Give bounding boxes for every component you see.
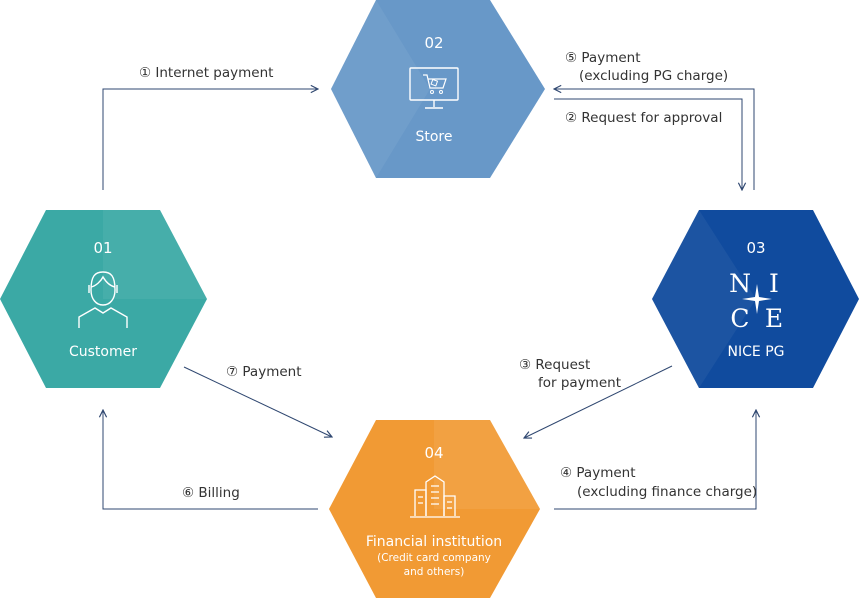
edge-request-for-payment-label-line1: ③ Request: [519, 357, 590, 373]
customer-hexagon-facet: [103, 210, 207, 299]
nice-pg-label: NICE PG: [728, 344, 785, 360]
customer-label: Customer: [69, 344, 137, 360]
nice-logo-letter-c: C: [730, 304, 749, 333]
nice-logo: N I C E: [729, 269, 783, 333]
edge-billing-label: ⑥ Billing: [182, 485, 240, 501]
edge-payment-pg-line: [554, 89, 755, 190]
edge-payment-finance-line: [554, 410, 756, 510]
edge-payment-customer-line: [183, 366, 332, 437]
store-hexagon-facet: [331, 0, 430, 178]
edge-request-approval-label: ② Request for approval: [565, 110, 722, 126]
nice-logo-letter-e: E: [765, 304, 783, 333]
edge-request-approval-line: [554, 98, 742, 190]
customer-hexagon: [0, 210, 207, 388]
store-hexagon: [331, 0, 545, 178]
node-financial-institution: 04 Financial institution (Credit card co…: [329, 420, 540, 598]
edge-payment-finance-label-line1: ④ Payment: [560, 465, 636, 481]
nice-logo-letter-i: I: [769, 269, 779, 298]
node-nice-pg: 03 N I C E NICE PG: [652, 210, 859, 388]
edge-internet-payment-label: ① Internet payment: [139, 65, 273, 81]
person-icon: [78, 271, 128, 328]
edge-payment-finance-label-line2: (excluding finance charge): [577, 484, 757, 500]
buildings-icon: [410, 475, 460, 518]
edge-internet-payment-line: [102, 89, 318, 190]
nice-logo-star-icon: [742, 284, 772, 314]
node-store: 02 Store: [331, 0, 545, 178]
monitor-cart-icon: [409, 67, 459, 109]
node-customer: 01 Customer: [0, 210, 207, 388]
store-label: Store: [415, 129, 452, 145]
financial-sublabel-line2: and others): [404, 566, 465, 578]
edge-payment-pg-label-line1: ⑤ Payment: [565, 50, 641, 66]
financial-number: 04: [424, 444, 443, 462]
edge-payment-pg-label-line2: (excluding PG charge): [579, 68, 728, 84]
financial-hexagon: [329, 420, 540, 598]
edge-request-for-payment-line: [524, 365, 673, 438]
nice-logo-letter-n: N: [729, 269, 751, 298]
edge-request-for-payment-label-line2: for payment: [538, 375, 621, 391]
nice-pg-hexagon-facet: [652, 210, 756, 388]
store-number: 02: [424, 34, 443, 52]
edge-billing-line: [103, 410, 318, 510]
financial-sublabel-line1: (Credit card company: [377, 552, 491, 564]
customer-number: 01: [93, 239, 112, 257]
financial-label: Financial institution: [366, 534, 502, 550]
financial-hexagon-facet: [434, 420, 540, 509]
nice-pg-number: 03: [746, 239, 765, 257]
edge-payment-customer-label: ⑦ Payment: [226, 364, 302, 380]
